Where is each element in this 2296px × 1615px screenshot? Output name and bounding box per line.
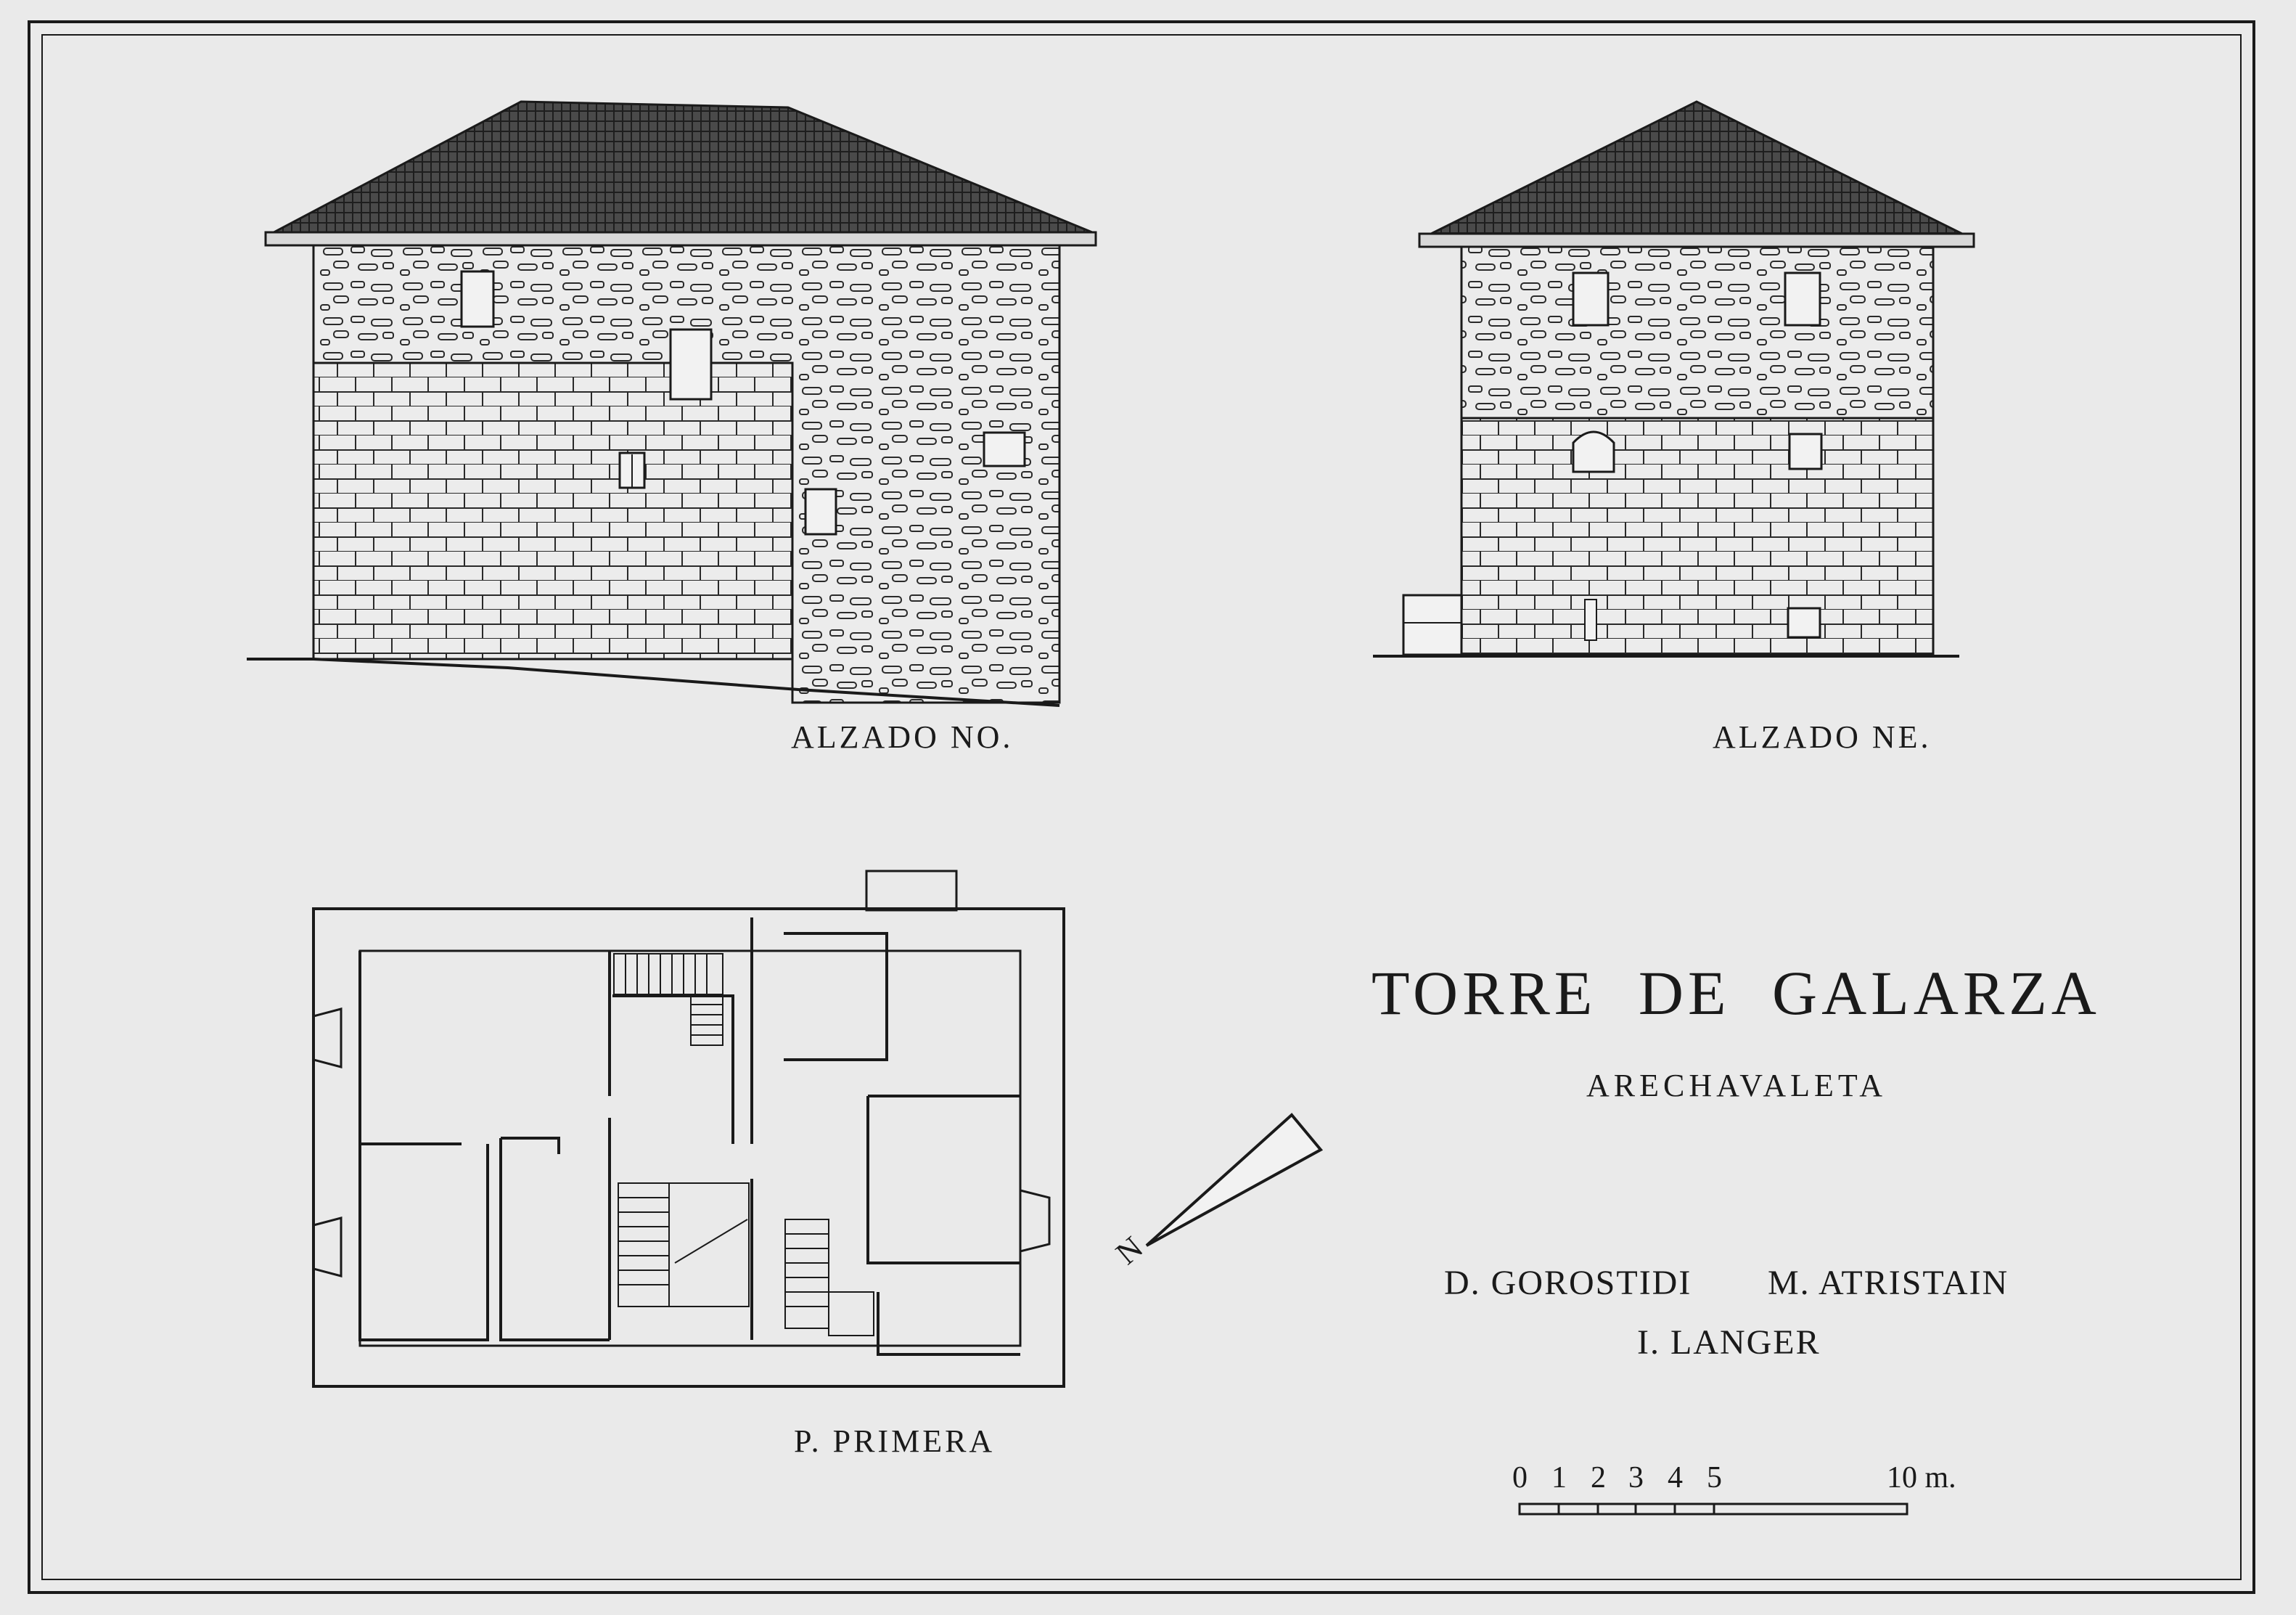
elevation-no [247, 100, 1097, 707]
drawing-title: TORRE DE GALARZA [1372, 958, 2101, 1028]
rubble-band [1460, 245, 1935, 420]
elevation-ne-label: ALZADO NE. [1713, 719, 1932, 755]
author-2: M. ATRISTAIN [1768, 1264, 2009, 1302]
scale-bar [1518, 1502, 1908, 1516]
plan-label: P. PRIMERA [794, 1423, 996, 1459]
author-3: I. LANGER [1637, 1323, 1821, 1362]
scale-unit: 10 m. [1887, 1461, 1956, 1495]
floor-plan [312, 870, 1065, 1388]
roof [1419, 100, 1975, 241]
rubble-wall [312, 244, 1061, 704]
outer-frame [28, 20, 2255, 1594]
scale-tick: 1 [1551, 1461, 1567, 1495]
north-arrow [1145, 1113, 1324, 1247]
ground-line [247, 658, 1060, 707]
scale-tick: 0 [1512, 1461, 1528, 1495]
roof [265, 100, 1096, 238]
scale-tick: 5 [1707, 1461, 1722, 1495]
scale-tick: 3 [1628, 1461, 1644, 1495]
author-1: D. GOROSTIDI [1444, 1264, 1692, 1302]
scale-tick: 4 [1668, 1461, 1683, 1495]
inner-frame [41, 34, 2242, 1580]
drawing-subtitle: ARECHAVALETA [1586, 1068, 1887, 1103]
elevation-no-label: ALZADO NO. [791, 719, 1014, 755]
elevation-ne [1373, 100, 1975, 658]
scale-tick: 2 [1591, 1461, 1606, 1495]
